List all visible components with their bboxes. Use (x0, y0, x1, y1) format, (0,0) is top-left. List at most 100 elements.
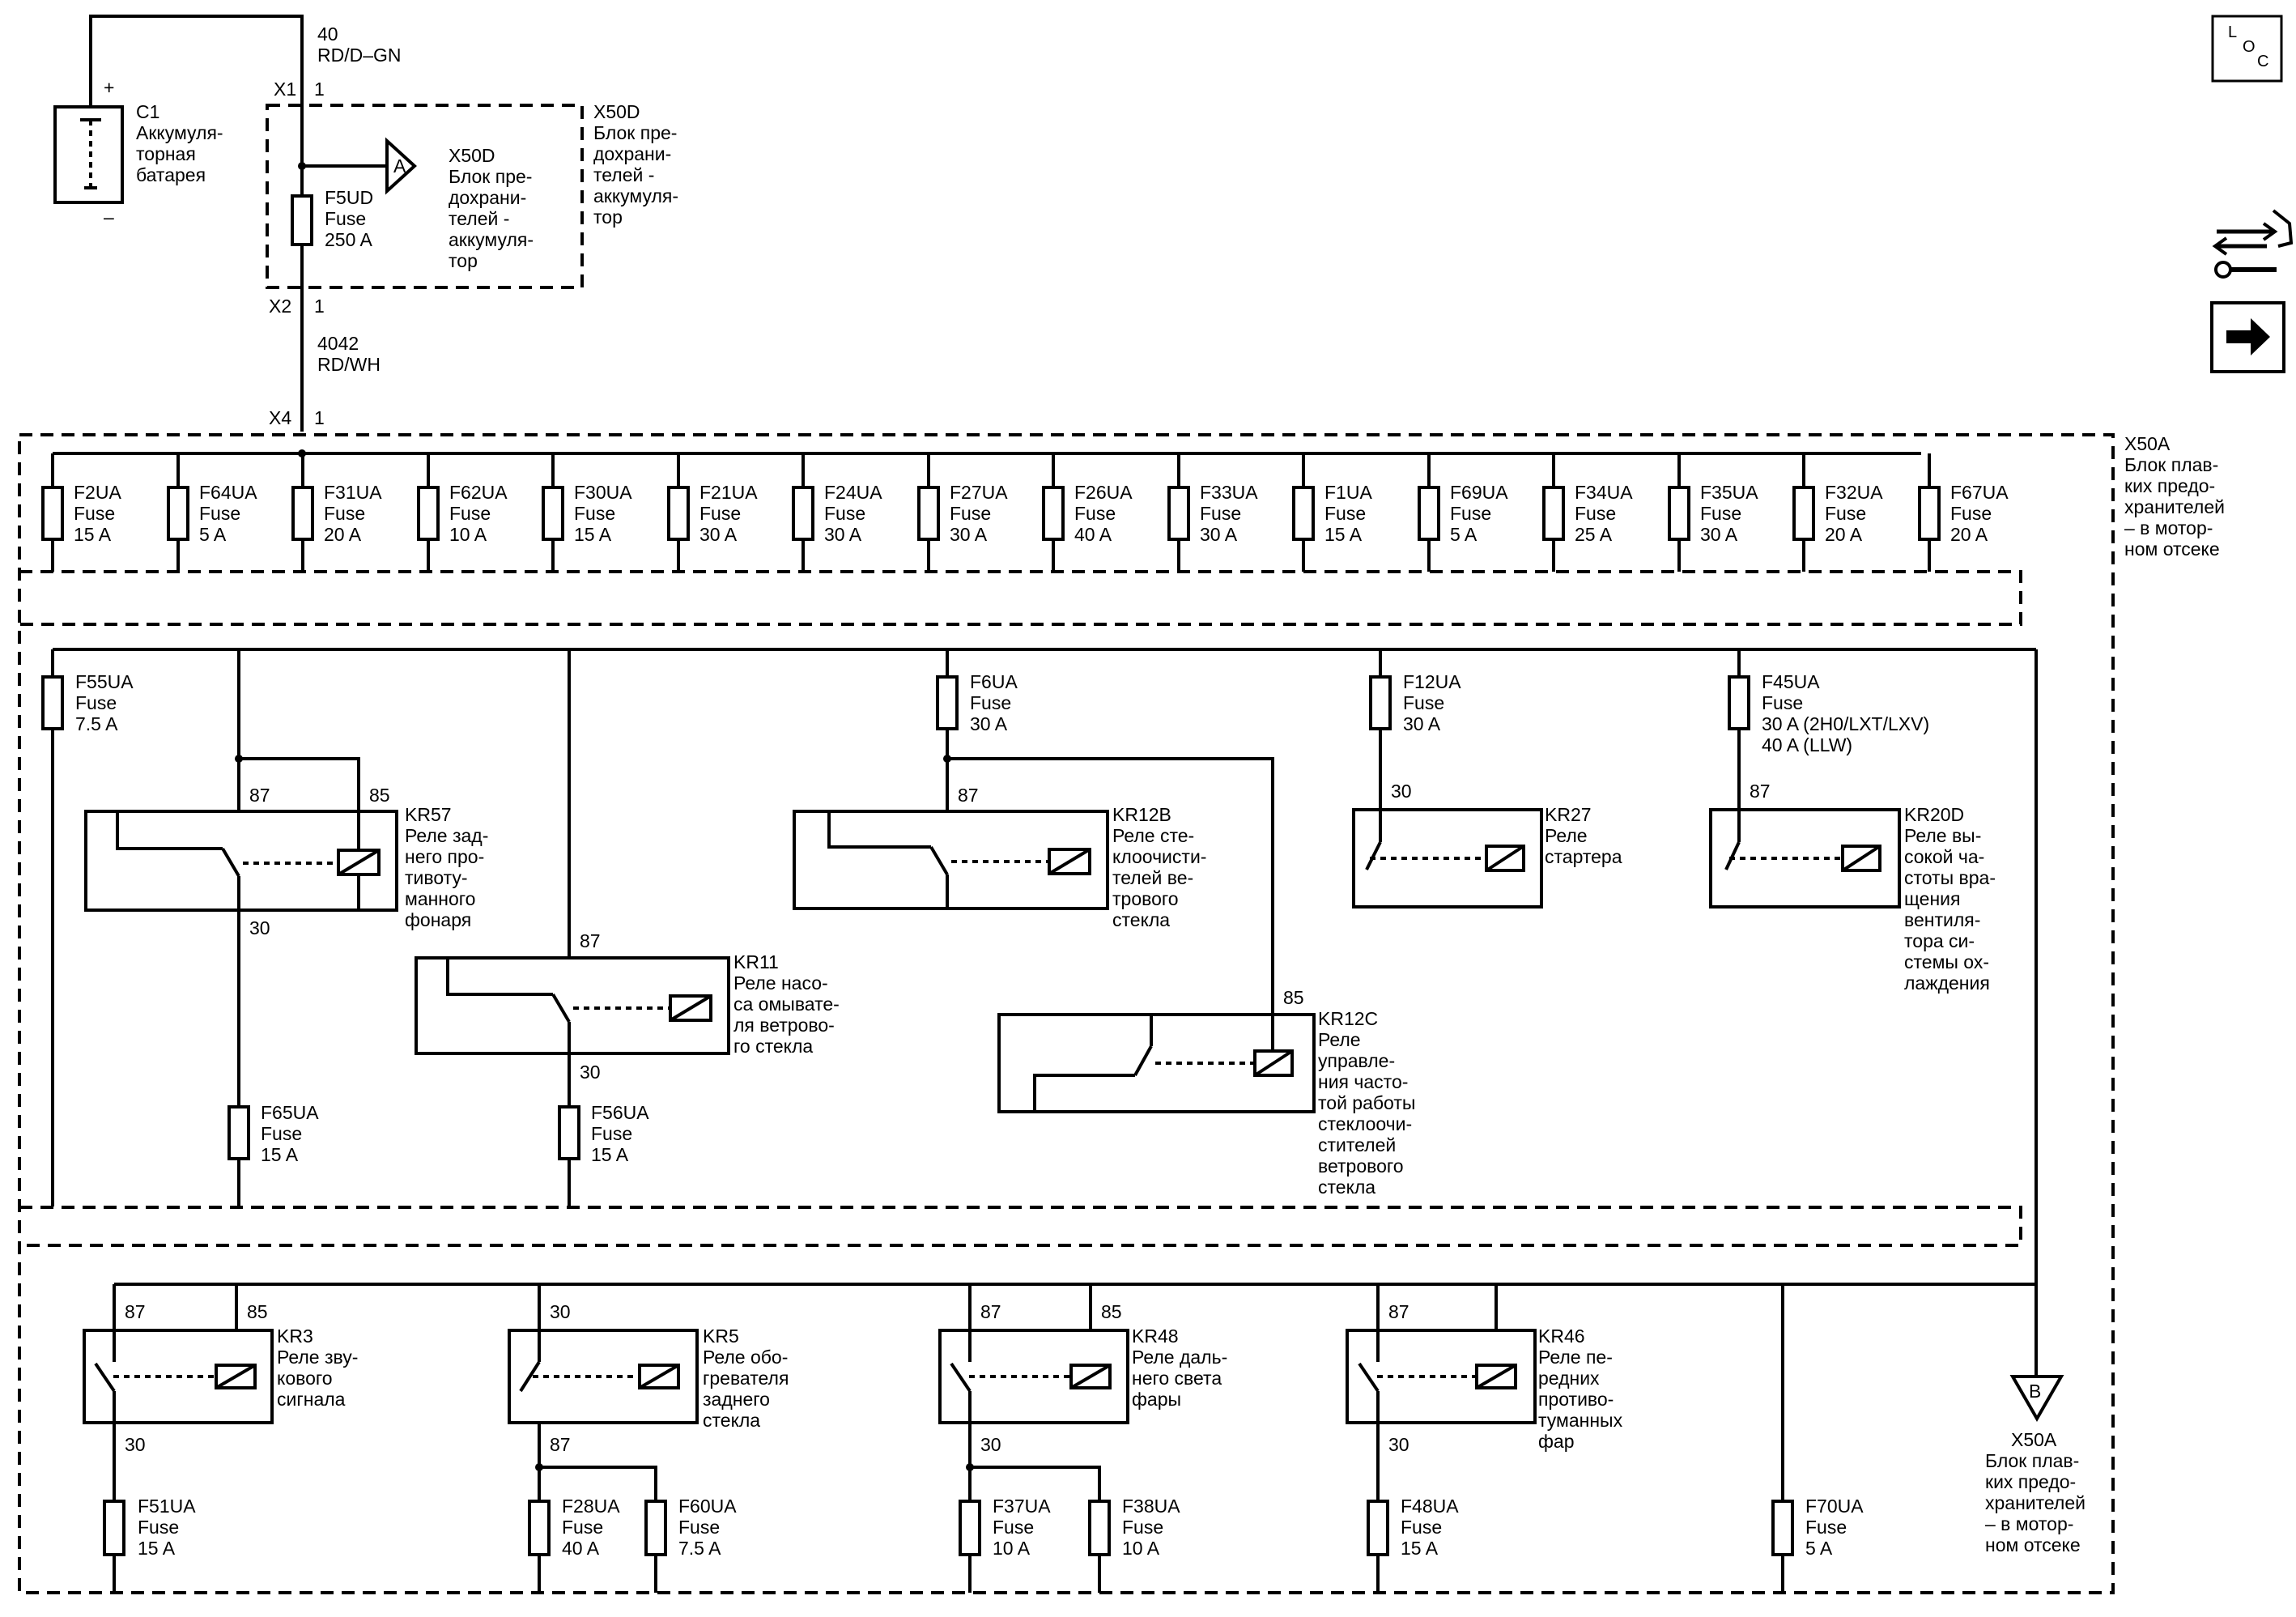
fuse-type: Fuse (449, 503, 491, 524)
fuse-type: Fuse (574, 503, 615, 524)
svg-text:противо-: противо- (1538, 1389, 1614, 1410)
svg-text:KR57: KR57 (405, 804, 452, 825)
fuse-f55ua (41, 675, 64, 730)
svg-text:лаждения: лаждения (1904, 972, 1990, 994)
fuse-id: F35UA (1700, 482, 1758, 503)
svg-text:30: 30 (249, 917, 270, 938)
fuse-f37ua (959, 1500, 981, 1556)
svg-text:хранителей: хранителей (2124, 496, 2225, 517)
svg-text:KR12B: KR12B (1112, 804, 1171, 825)
fuse-rating: 5 A (199, 524, 227, 545)
svg-text:Fuse: Fuse (562, 1517, 603, 1538)
svg-text:F55UA: F55UA (75, 671, 134, 692)
svg-text:15 A: 15 A (1401, 1538, 1439, 1559)
fuse-id: F26UA (1074, 482, 1133, 503)
svg-text:40 A (LLW): 40 A (LLW) (1762, 734, 1852, 755)
fuse-id: F21UA (699, 482, 758, 503)
svg-text:O: O (2243, 38, 2256, 56)
fuse-f6ua (936, 675, 959, 730)
fuse-type: Fuse (74, 503, 115, 524)
svg-text:30 A (2H0/LXT/LXV): 30 A (2H0/LXT/LXV) (1762, 713, 1929, 734)
fuse-f51ua (103, 1500, 125, 1556)
svg-text:Fuse: Fuse (261, 1123, 302, 1144)
svg-text:гревателя: гревателя (703, 1368, 789, 1389)
wire-40-number: 40 (317, 23, 338, 45)
fuse-rating: 15 A (574, 524, 612, 545)
fuse-id: F27UA (950, 482, 1008, 503)
svg-text:заднего: заднего (703, 1389, 770, 1410)
svg-text:30: 30 (550, 1301, 571, 1322)
svg-text:5 A: 5 A (1805, 1538, 1833, 1559)
svg-text:стоты вра-: стоты вра- (1904, 867, 1996, 888)
svg-text:F38UA: F38UA (1122, 1496, 1180, 1517)
svg-text:1: 1 (314, 79, 325, 100)
svg-text:Реле зву-: Реле зву- (277, 1347, 358, 1368)
svg-text:KR11: KR11 (733, 951, 779, 972)
fuse-f56ua (558, 1105, 580, 1160)
svg-text:Fuse: Fuse (1401, 1517, 1442, 1538)
fuse-type: Fuse (1074, 503, 1116, 524)
svg-text:ния часто-: ния часто- (1318, 1071, 1408, 1092)
svg-text:батарея: батарея (136, 164, 206, 185)
fuse-f65ua (227, 1105, 250, 1160)
svg-text:KR12C: KR12C (1318, 1008, 1378, 1029)
svg-text:30 A: 30 A (970, 713, 1008, 734)
svg-text:15 A: 15 A (261, 1144, 299, 1165)
svg-text:фары: фары (1132, 1389, 1181, 1410)
service-connector-icon[interactable] (2212, 209, 2294, 279)
fuse-type: Fuse (1450, 503, 1491, 524)
fuse-type: Fuse (1200, 503, 1241, 524)
fuse-f28ua (528, 1500, 551, 1556)
fuse-body (1167, 486, 1190, 541)
svg-text:15 A: 15 A (138, 1538, 176, 1559)
svg-text:F6UA: F6UA (970, 671, 1018, 692)
next-page-icon[interactable] (2210, 301, 2285, 373)
relay-kr5: 30 87 KR5 Реле обо- гревателя заднего ст… (508, 1284, 789, 1593)
fuse-rating: 15 A (1324, 524, 1363, 545)
svg-text:7.5 A: 7.5 A (75, 713, 118, 734)
svg-text:KR3: KR3 (277, 1326, 313, 1347)
svg-text:телей -: телей - (593, 164, 654, 185)
connector-x1: X1 (274, 79, 296, 100)
fuse-rating: 15 A (74, 524, 112, 545)
svg-text:Fuse: Fuse (678, 1517, 720, 1538)
wire-4042-color: RD/WH (317, 354, 381, 375)
svg-text:стемы ох-: стемы ох- (1904, 951, 1989, 972)
svg-text:A: A (393, 155, 406, 177)
fuse-body (1418, 486, 1440, 541)
svg-text:1: 1 (314, 407, 325, 428)
svg-text:– в мотор-: – в мотор- (1985, 1513, 2073, 1534)
svg-text:трового: трового (1112, 888, 1179, 909)
svg-text:фонаря: фонаря (405, 909, 471, 930)
svg-text:250 A: 250 A (325, 229, 372, 250)
svg-text:C: C (2257, 53, 2268, 70)
fuse-rating: 20 A (324, 524, 362, 545)
wire-4042-number: 4042 (317, 333, 359, 354)
svg-text:L: L (2228, 23, 2237, 41)
relay-kr3: 87 85 30 KR3 Реле зву- кового сигнала (83, 1284, 358, 1593)
fuse-id: F67UA (1950, 482, 2009, 503)
svg-text:Аккумуля-: Аккумуля- (136, 122, 223, 143)
fuse-type: Fuse (1700, 503, 1741, 524)
fuse-body (1792, 486, 1815, 541)
svg-text:F5UD: F5UD (325, 187, 373, 208)
location-icon[interactable]: L O C (2211, 15, 2283, 83)
svg-text:ля ветрово-: ля ветрово- (733, 1015, 835, 1036)
battery-c1: + – C1 Аккумуля- торная батарея (53, 77, 223, 228)
svg-text:сигнала: сигнала (277, 1389, 346, 1410)
svg-text:Блок пре-: Блок пре- (449, 166, 532, 187)
fuse-id: F64UA (199, 482, 257, 503)
wire-40-color: RD/D–GN (317, 45, 402, 66)
svg-text:той работы: той работы (1318, 1092, 1415, 1113)
svg-text:+: + (104, 77, 114, 98)
svg-text:30: 30 (1388, 1434, 1409, 1455)
svg-text:Блок плав-: Блок плав- (1985, 1450, 2079, 1471)
